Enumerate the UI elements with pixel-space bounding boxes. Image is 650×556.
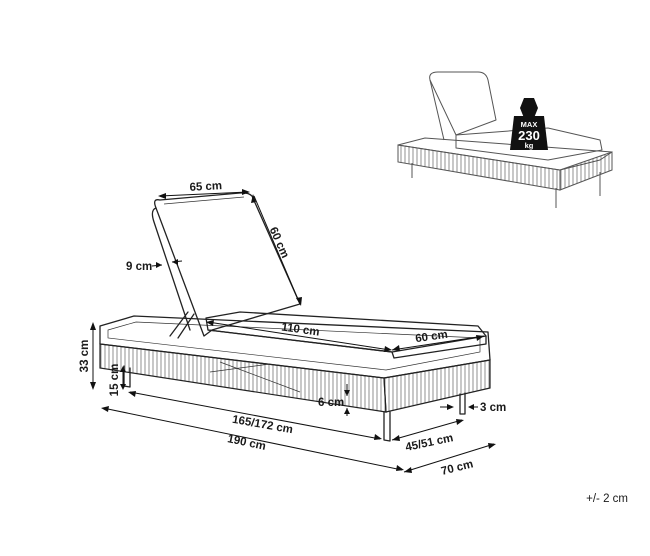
label-frame-width: 45/51 cm — [404, 432, 454, 454]
label-backrest-length: 60 cm — [267, 225, 291, 260]
preview-lounger — [397, 71, 613, 208]
label-total-height: 33 cm — [79, 340, 91, 373]
dimension-lines — [90, 189, 496, 473]
label-seat-length: 110 cm — [281, 321, 321, 338]
weight-value: 230 — [518, 128, 540, 143]
weight-icon: MAX 230 kg — [510, 98, 548, 150]
label-clearance: 6 cm — [318, 397, 344, 409]
label-backrest-width: 65 cm — [189, 180, 222, 194]
label-total-length: 190 cm — [226, 433, 267, 453]
label-frame-height: 15 cm — [109, 364, 121, 397]
label-tolerance: +/- 2 cm — [586, 493, 628, 505]
weight-unit: kg — [525, 141, 534, 150]
label-seat-width: 60 cm — [415, 329, 449, 345]
label-backrest-thickness: 9 cm — [126, 261, 152, 273]
label-total-width: 70 cm — [440, 458, 475, 478]
dimension-labels: 65 cm 60 cm 9 cm 110 cm 60 cm 33 cm 15 c… — [79, 180, 628, 505]
main-lounger — [99, 192, 491, 442]
weight-max-label: MAX — [521, 120, 538, 129]
label-leg-size: 3 cm — [480, 402, 506, 414]
